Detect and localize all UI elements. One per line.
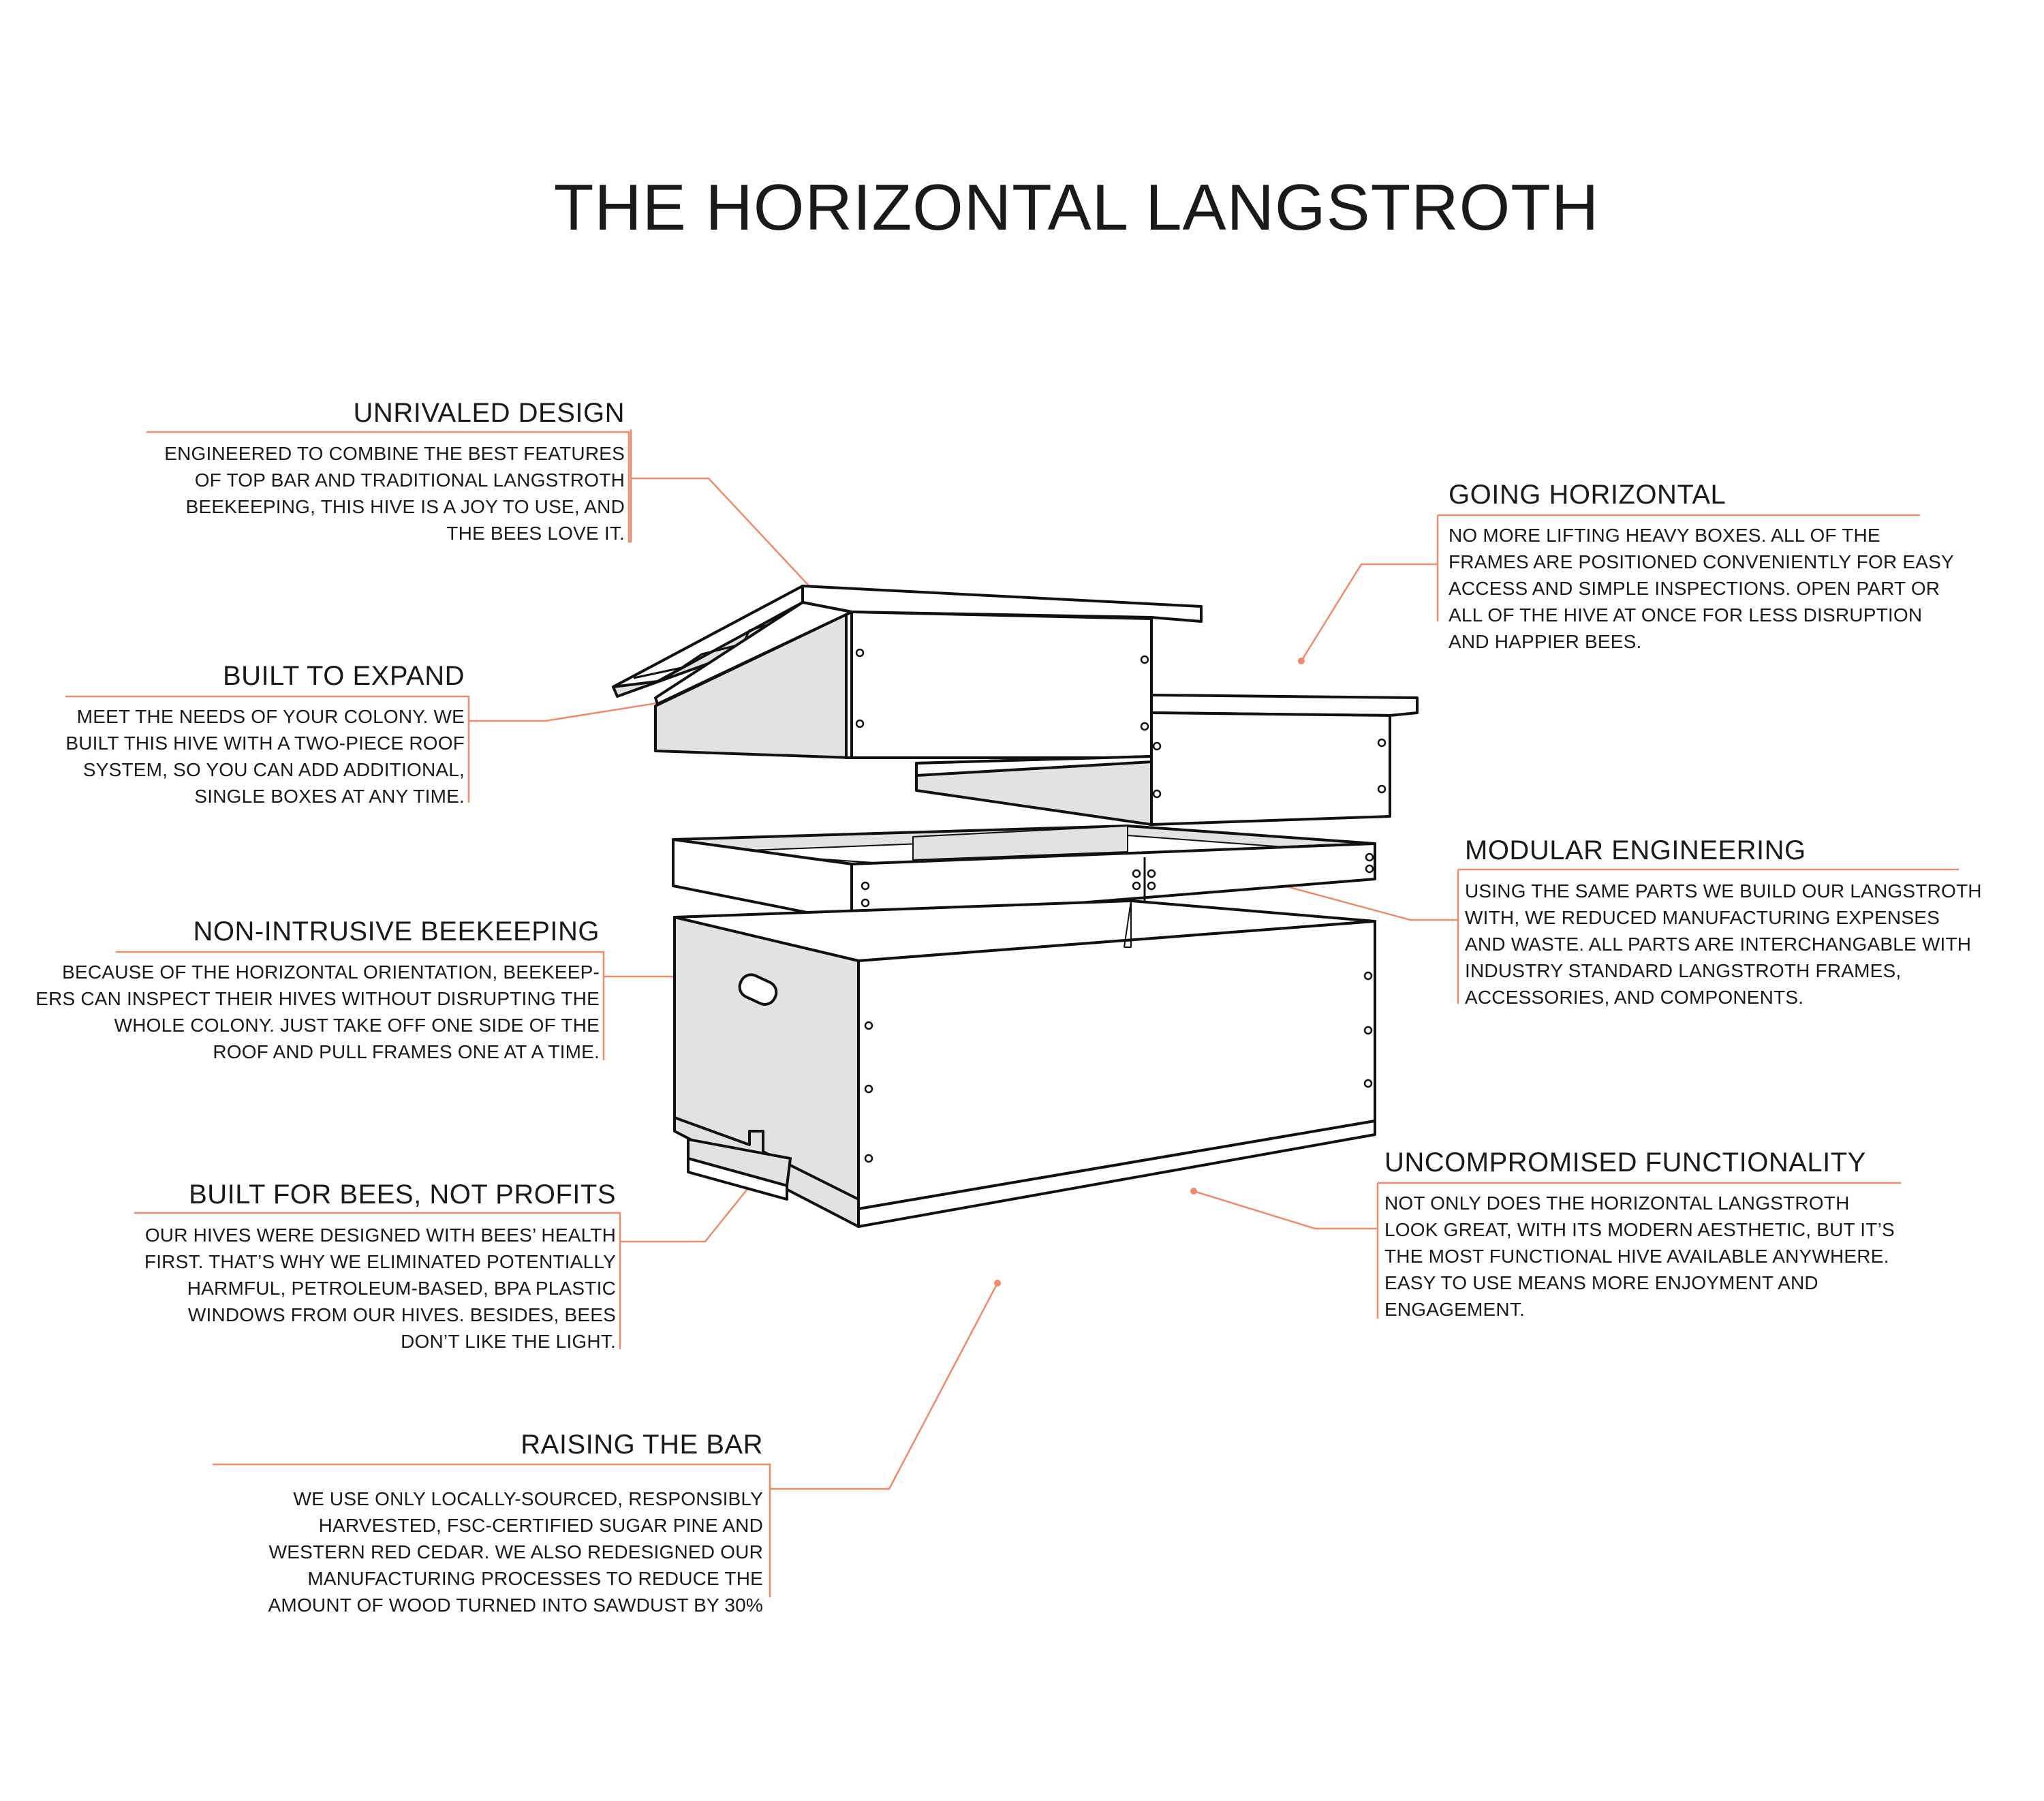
callout-line: WESTERN RED CEDAR. WE ALSO REDESIGNED OU… xyxy=(268,1541,763,1563)
leader-built-to-expand xyxy=(65,695,470,803)
leader-raising-the-bar-pointer xyxy=(770,1282,999,1490)
callout-line: NO MORE LIFTING HEAVY BOXES. ALL OF THE xyxy=(1449,525,1880,546)
callout-built-for-bees: BUILT FOR BEES, NOT PROFITS OUR HIVES WE… xyxy=(144,1181,616,1355)
callout-line: MANUFACTURING PROCESSES TO REDUCE THE xyxy=(307,1568,763,1589)
callout-line: WE USE ONLY LOCALLY-SOURCED, RESPONSIBLY xyxy=(293,1488,763,1509)
callout-line: SYSTEM, SO YOU CAN ADD ADDITIONAL, xyxy=(82,759,465,780)
callout-non-intrusive: NON-INTRUSIVE BEEKEEPING BECAUSE OF THE … xyxy=(35,918,600,1065)
right-roof xyxy=(915,694,1419,826)
callout-heading: GOING HORIZONTAL xyxy=(1449,480,1726,510)
callout-line: BECAUSE OF THE HORIZONTAL ORIENTATION, B… xyxy=(62,961,600,983)
callout-line: AND WASTE. ALL PARTS ARE INTERCHANGABLE … xyxy=(1465,934,1972,955)
callout-heading: UNCOMPROMISED FUNCTIONALITY xyxy=(1384,1148,1866,1177)
callout-line: OF TOP BAR AND TRADITIONAL LANGSTROTH xyxy=(194,470,625,491)
callout-line: WHOLE COLONY. JUST TAKE OFF ONE SIDE OF … xyxy=(114,1015,600,1036)
hive-illustration xyxy=(612,585,1419,1228)
callout-body: WE USE ONLY LOCALLY-SOURCED, RESPONSIBLY… xyxy=(268,1486,763,1618)
callout-line: FRAMES ARE POSITIONED CONVENIENTLY FOR E… xyxy=(1449,551,1954,572)
callout-line: ERS CAN INSPECT THEIR HIVES WITHOUT DISR… xyxy=(35,988,600,1009)
callout-line: NOT ONLY DOES THE HORIZONTAL LANGSTROTH xyxy=(1384,1192,1850,1214)
callout-line: HARVESTED, FSC-CERTIFIED SUGAR PINE AND xyxy=(318,1515,763,1536)
leader-lines xyxy=(65,429,1959,1597)
callout-line: LOOK GREAT, WITH ITS MODERN AESTHETIC, B… xyxy=(1384,1219,1895,1240)
leader-modular-engineering-pointer xyxy=(1273,882,1458,921)
callout-body: BECAUSE OF THE HORIZONTAL ORIENTATION, B… xyxy=(35,959,600,1065)
pointer-dot xyxy=(1190,1188,1197,1195)
leader-raising-the-bar xyxy=(213,1463,771,1597)
callout-line: DON’T LIKE THE LIGHT. xyxy=(401,1331,616,1352)
callout-body: ENGINEERED TO COMBINE THE BEST FEATURES … xyxy=(164,440,625,547)
callout-heading: RAISING THE BAR xyxy=(521,1430,763,1460)
callout-line: OUR HIVES WERE DESIGNED WITH BEES’ HEALT… xyxy=(144,1225,616,1246)
leader-unrivaled-design-pointer xyxy=(631,477,835,614)
callout-raising-the-bar: RAISING THE BAR WE USE ONLY LOCALLY-SOUR… xyxy=(268,1431,763,1618)
callout-line: BEEKEEPING, THIS HIVE IS A JOY TO USE, A… xyxy=(185,496,625,517)
leader-built-for-bees xyxy=(134,1212,621,1349)
callout-built-to-expand: BUILT TO EXPAND MEET THE NEEDS OF YOUR C… xyxy=(65,662,465,810)
callout-line: HARMFUL, PETROLEUM-BASED, BPA PLASTIC xyxy=(187,1278,616,1299)
callout-line: FIRST. THAT’S WHY WE ELIMINATED POTENTIA… xyxy=(144,1251,616,1272)
callout-body: NOT ONLY DOES THE HORIZONTAL LANGSTROTH … xyxy=(1384,1190,1895,1323)
callout-line: ACCESSORIES, AND COMPONENTS. xyxy=(1465,987,1804,1008)
callout-line: ROOF AND PULL FRAMES ONE AT A TIME. xyxy=(213,1041,600,1062)
callout-body: OUR HIVES WERE DESIGNED WITH BEES’ HEALT… xyxy=(144,1222,616,1355)
callout-uncompromised: UNCOMPROMISED FUNCTIONALITY NOT ONLY DOE… xyxy=(1384,1149,1895,1323)
callout-line: AMOUNT OF WOOD TURNED INTO SAWDUST BY 30… xyxy=(268,1595,763,1616)
callout-line: ENGAGEMENT. xyxy=(1384,1299,1526,1320)
callout-line: ALL OF THE HIVE AT ONCE FOR LESS DISRUPT… xyxy=(1449,604,1923,626)
callout-line: ACCESS AND SIMPLE INSPECTIONS. OPEN PART… xyxy=(1449,578,1940,599)
callout-body: NO MORE LIFTING HEAVY BOXES. ALL OF THE … xyxy=(1449,522,1954,655)
leader-going-horizontal-pointer xyxy=(1300,563,1438,662)
callout-modular-engineering: MODULAR ENGINEERING USING THE SAME PARTS… xyxy=(1465,837,1982,1011)
callout-line: THE MOST FUNCTIONAL HIVE AVAILABLE ANYWH… xyxy=(1384,1246,1889,1267)
callout-line: EASY TO USE MEANS MORE ENJOYMENT AND xyxy=(1384,1272,1818,1293)
callout-line: INDUSTRY STANDARD LANGSTROTH FRAMES, xyxy=(1465,960,1902,981)
callout-line: WITH, WE REDUCED MANUFACTURING EXPENSES xyxy=(1465,907,1940,928)
callout-line: WINDOWS FROM OUR HIVES. BESIDES, BEES xyxy=(187,1304,616,1325)
leader-unrivaled-design xyxy=(146,429,632,543)
callout-heading: BUILT FOR BEES, NOT PROFITS xyxy=(189,1180,616,1210)
callout-line: AND HAPPIER BEES. xyxy=(1449,631,1642,652)
callout-line: SINGLE BOXES AT ANY TIME. xyxy=(194,786,465,807)
fastener-holes xyxy=(855,648,1387,1163)
callout-line: ENGINEERED TO COMBINE THE BEST FEATURES xyxy=(164,443,625,464)
callout-line: MEET THE NEEDS OF YOUR COLONY. WE xyxy=(76,706,465,727)
callout-heading: UNRIVALED DESIGN xyxy=(353,398,625,428)
callout-line: THE BEES LOVE IT. xyxy=(446,523,625,544)
pointer-dot xyxy=(994,1280,1001,1287)
callout-line: USING THE SAME PARTS WE BUILD OUR LANGST… xyxy=(1465,880,1982,902)
callout-heading: MODULAR ENGINEERING xyxy=(1465,835,1806,865)
leader-non-intrusive xyxy=(116,951,605,1060)
callout-heading: BUILT TO EXPAND xyxy=(222,661,465,691)
callout-body: USING THE SAME PARTS WE BUILD OUR LANGST… xyxy=(1465,878,1982,1011)
callout-unrivaled-design: UNRIVALED DESIGN ENGINEERED TO COMBINE T… xyxy=(164,399,625,547)
left-roof xyxy=(612,585,1203,759)
callout-body: MEET THE NEEDS OF YOUR COLONY. WE BUILT … xyxy=(65,703,465,810)
callout-line: BUILT THIS HIVE WITH A TWO-PIECE ROOF xyxy=(65,733,465,754)
callout-heading: NON-INTRUSIVE BEEKEEPING xyxy=(193,917,600,946)
leader-uncompromised-pointer xyxy=(1193,1190,1378,1230)
callout-going-horizontal: GOING HORIZONTAL NO MORE LIFTING HEAVY B… xyxy=(1449,481,1954,655)
pointer-dot xyxy=(1298,658,1305,664)
super-box xyxy=(672,825,1376,923)
page-title: THE HORIZONTAL LANGSTROTH xyxy=(553,171,1600,244)
hive-body xyxy=(673,899,1376,1228)
